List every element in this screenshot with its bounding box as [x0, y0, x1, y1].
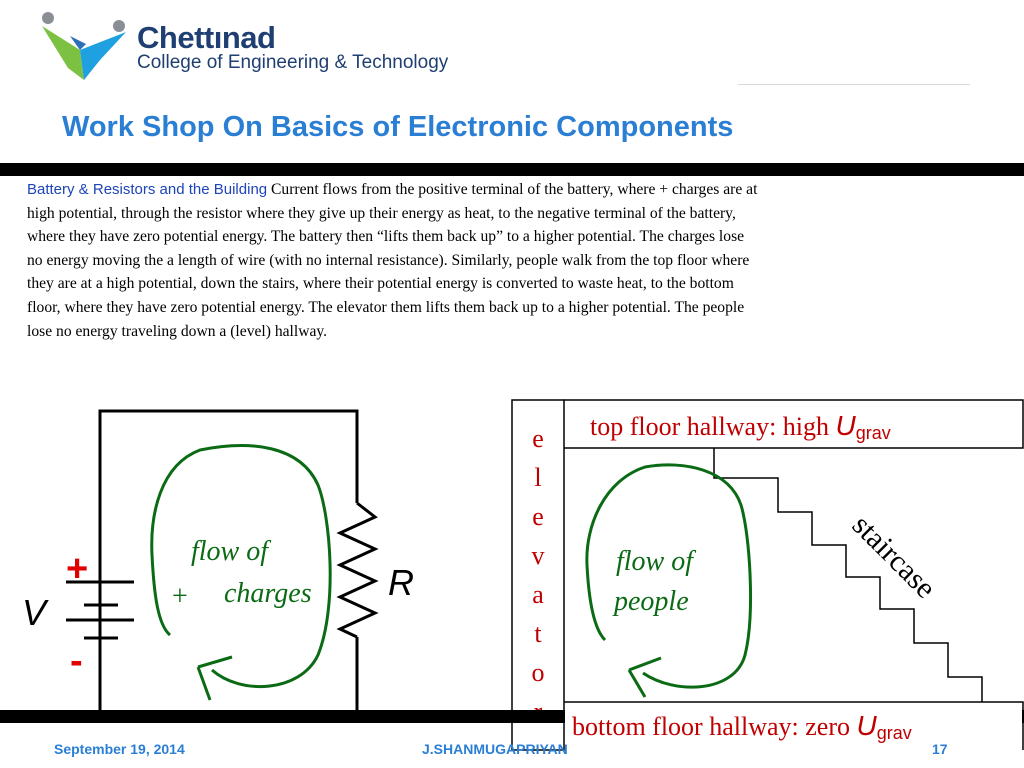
footer-divider-bar — [0, 710, 565, 723]
bottom-floor-hallway-label: bottom floor hallway: zero Ugrav — [572, 710, 912, 744]
body-lead: Battery & Resistors and the Building — [27, 181, 268, 198]
elevator-letter: t — [534, 619, 542, 648]
body-text: Current flows from the positive terminal… — [27, 181, 758, 340]
u-symbol: U — [835, 410, 856, 441]
positive-charge-symbol: + — [172, 581, 188, 612]
charges-label: charges — [224, 578, 312, 609]
voltage-label: V — [22, 592, 47, 633]
flow-of-people-label: flow of — [616, 546, 694, 577]
people-label: people — [614, 586, 689, 617]
footer-page-number: 17 — [932, 741, 948, 757]
header-divider — [738, 84, 970, 85]
resistor-zigzag — [336, 501, 379, 639]
flow-arrow-people — [585, 463, 753, 689]
flow-arrowhead-people — [627, 656, 662, 698]
top-floor-hallway-label: top floor hallway: high Ugrav — [590, 410, 891, 444]
logo-subtitle: College of Engineering & Technology — [137, 52, 449, 73]
u-subscript: grav — [876, 723, 912, 743]
bottom-hallway-text: bottom floor hallway: zero — [572, 712, 857, 741]
staircase-steps — [713, 448, 983, 702]
circuit-diagram — [66, 409, 379, 710]
resistor-label: R — [388, 562, 414, 603]
flow-arrow-charges — [150, 444, 332, 689]
logo-name: Chettınad — [137, 20, 276, 55]
elevator-letter: e — [532, 424, 544, 453]
elevator-letter: o — [531, 658, 545, 687]
flow-of-charges-label: flow of — [191, 536, 269, 567]
top-hallway-text: top floor hallway: high — [590, 412, 836, 441]
u-symbol: U — [856, 710, 877, 741]
footer-author: J.SHANMUGAPRIYAN — [422, 741, 568, 757]
elevator-shaft — [511, 399, 565, 751]
elevator-letter: a — [532, 580, 544, 609]
slide-title: Work Shop On Basics of Electronic Compon… — [62, 111, 734, 143]
college-logo-icon — [42, 12, 126, 80]
elevator-letter: e — [532, 502, 544, 531]
building-diagram — [511, 399, 1024, 751]
u-subscript: grav — [855, 423, 891, 443]
body-paragraph: Battery & Resistors and the Building Cur… — [27, 178, 762, 343]
title-divider-bar — [0, 163, 1024, 176]
elevator-letter: l — [534, 463, 542, 492]
top-hallway-box — [564, 399, 1024, 449]
footer-date: September 19, 2014 — [54, 741, 185, 757]
elevator-letter: v — [531, 541, 545, 570]
positive-terminal-label: + — [66, 548, 89, 590]
negative-terminal-label: - — [70, 640, 83, 682]
footer-divider-bar-end — [1022, 710, 1024, 723]
flow-arrowhead-charges — [196, 655, 233, 701]
bottom-hallway-box — [564, 701, 1024, 750]
